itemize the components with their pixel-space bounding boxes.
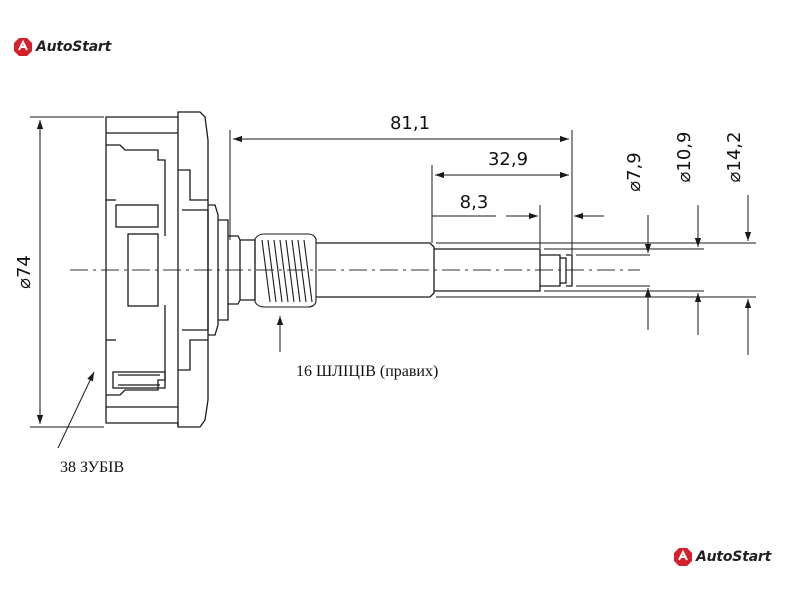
dimension-label-8-3: 8,3 [460, 192, 489, 213]
dimension-label-74: ⌀74 [14, 255, 35, 289]
note-gear-teeth: 38 ЗУБІВ [60, 459, 124, 476]
dimension-spline-length [431, 165, 569, 243]
autostart-emblem-icon [14, 38, 32, 56]
autostart-logo-top: AutoStart [14, 38, 111, 56]
brand-name: AutoStart [696, 549, 772, 565]
autostart-logo-bottom: AutoStart [674, 548, 771, 566]
dimension-label-32-9: 32,9 [488, 149, 528, 170]
dimension-tip-length [432, 205, 604, 248]
dimension-shaft-length [229, 130, 573, 254]
shaft [316, 242, 573, 298]
note-shaft-splines: 16 ШЛІЦІВ (правих) [296, 363, 438, 380]
dimension-label-7-9: ⌀7,9 [624, 152, 645, 191]
dimension-overall-diameter [30, 116, 104, 428]
dimension-label-10-9: ⌀10,9 [674, 132, 695, 183]
autostart-emblem-icon [674, 548, 692, 566]
dimension-label-81-1: 81,1 [390, 113, 430, 134]
leader-gear-teeth [57, 371, 95, 449]
pinion-gear [254, 233, 317, 308]
dimension-diameters [436, 195, 756, 355]
dimension-label-14-2: ⌀14,2 [724, 132, 745, 183]
brand-name: AutoStart [36, 39, 112, 55]
gear-housing [105, 111, 209, 428]
